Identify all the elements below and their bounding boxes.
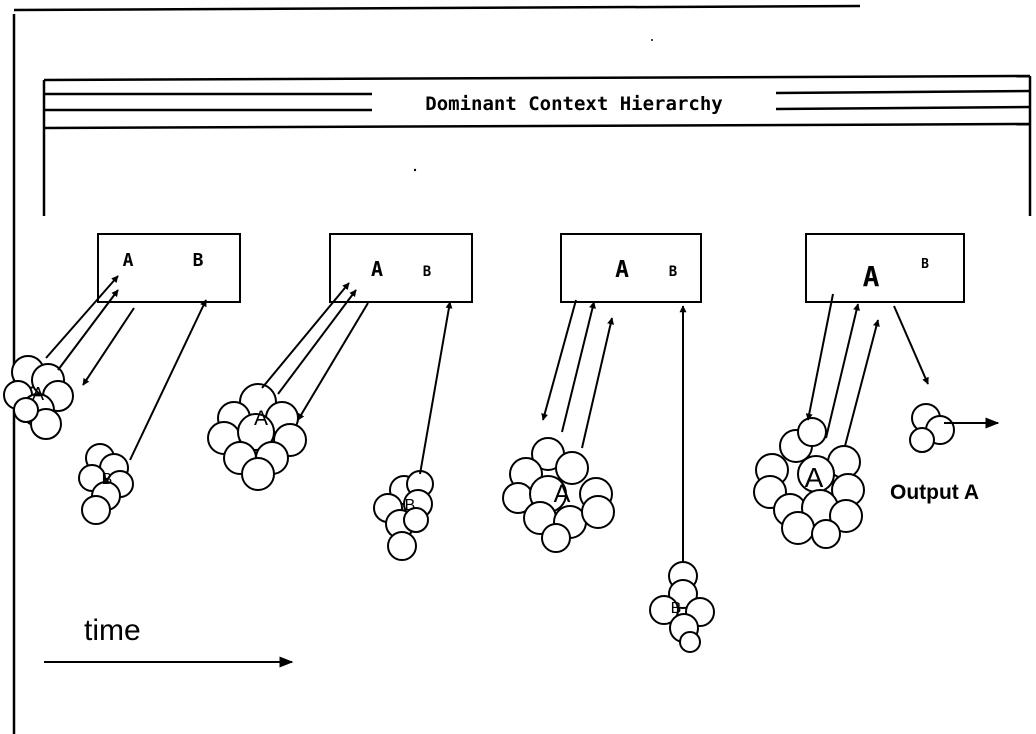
cluster-b2-node-7: [387, 531, 417, 561]
page-frame: [12, 4, 861, 734]
cluster-a2-node-5: [237, 413, 275, 451]
output-label: Output A: [890, 481, 979, 504]
arrow-a2-up-2: [277, 289, 357, 395]
cluster-b-1-label: B: [102, 471, 113, 488]
diagram-title: Dominant Context Hierarchy: [425, 93, 722, 115]
cluster-b3-node-6: [679, 631, 701, 653]
cluster-a4-node-12: [811, 519, 841, 549]
hierarchy-banner: Dominant Context Hierarchy: [42, 74, 1032, 216]
stage-3-label-b: B: [669, 264, 677, 280]
stage-2-label-a: A: [371, 257, 383, 281]
stage-box-4: A B: [805, 233, 965, 303]
cluster-a-3-label: A: [554, 480, 571, 508]
stage-2-label-b: B: [423, 264, 431, 280]
cluster-a4-node-10: [829, 499, 863, 533]
stage-1-label-a: A: [123, 250, 134, 271]
stage-1-label-b: B: [193, 250, 204, 271]
arrow-output-down: [893, 305, 929, 385]
cluster-a-3: A: [502, 437, 615, 553]
arrow-a4-down: [805, 293, 834, 421]
cluster-b3-node-3: [649, 595, 679, 625]
cluster-b-3: B: [649, 561, 715, 653]
arrow-a1-up-2: [57, 289, 119, 371]
stage-3-label-a: A: [615, 257, 629, 283]
arrow-a2-down: [297, 302, 369, 421]
cluster-a-1: A: [3, 355, 74, 440]
arrow-b1-up: [129, 299, 207, 461]
cluster-b-2: B: [373, 470, 434, 561]
cluster-a3-node-10: [541, 523, 571, 553]
stage-4-label-a: A: [863, 260, 880, 293]
cluster-a-2-label: A: [254, 407, 268, 430]
cluster-a-2: A: [207, 383, 307, 491]
arrow-a1-up-1: [45, 275, 119, 359]
output-cluster: [909, 403, 955, 453]
time-label: time: [84, 614, 141, 647]
arrow-b2-up: [419, 301, 453, 475]
cluster-a4-node-11: [781, 511, 815, 545]
stage-box-1: A B: [97, 233, 241, 303]
arrow-a2-up-1: [261, 282, 350, 389]
stage-box-3: A B: [560, 233, 702, 303]
speck-1: [651, 39, 653, 41]
cluster-b1-node-6: [81, 495, 111, 525]
cluster-a1-node-7: [13, 397, 39, 423]
cluster-a-1-label: A: [32, 384, 44, 404]
stage-box-2: A B: [329, 233, 473, 303]
stage-4-label-b: B: [921, 257, 929, 272]
cluster-b-3-label: B: [671, 600, 682, 617]
arrow-a3-up-1: [561, 301, 596, 433]
cluster-b-2-label: B: [405, 497, 416, 514]
cluster-a1-node-6: [30, 408, 62, 440]
arrow-a3-up-2: [581, 317, 614, 449]
cluster-a3-node-9: [581, 495, 615, 529]
cluster-b2-node-6: [403, 507, 429, 533]
cluster-a2-node-9: [241, 457, 275, 491]
arrow-a4-up-2: [844, 319, 880, 447]
cluster-b-1: B: [78, 443, 134, 525]
cluster-a3-node-2: [555, 451, 589, 485]
arrow-a1-down: [82, 307, 135, 386]
cluster-a-4: A: [753, 417, 865, 549]
arrow-a4-up-1: [825, 303, 860, 439]
arrow-a3-down: [541, 299, 577, 421]
cluster-a4-node-2: [797, 417, 827, 447]
arrows: [44, 275, 1000, 668]
speck-2: [413, 168, 417, 172]
cluster-out-node-3: [909, 427, 935, 453]
cluster-a-4-label: A: [805, 462, 824, 493]
